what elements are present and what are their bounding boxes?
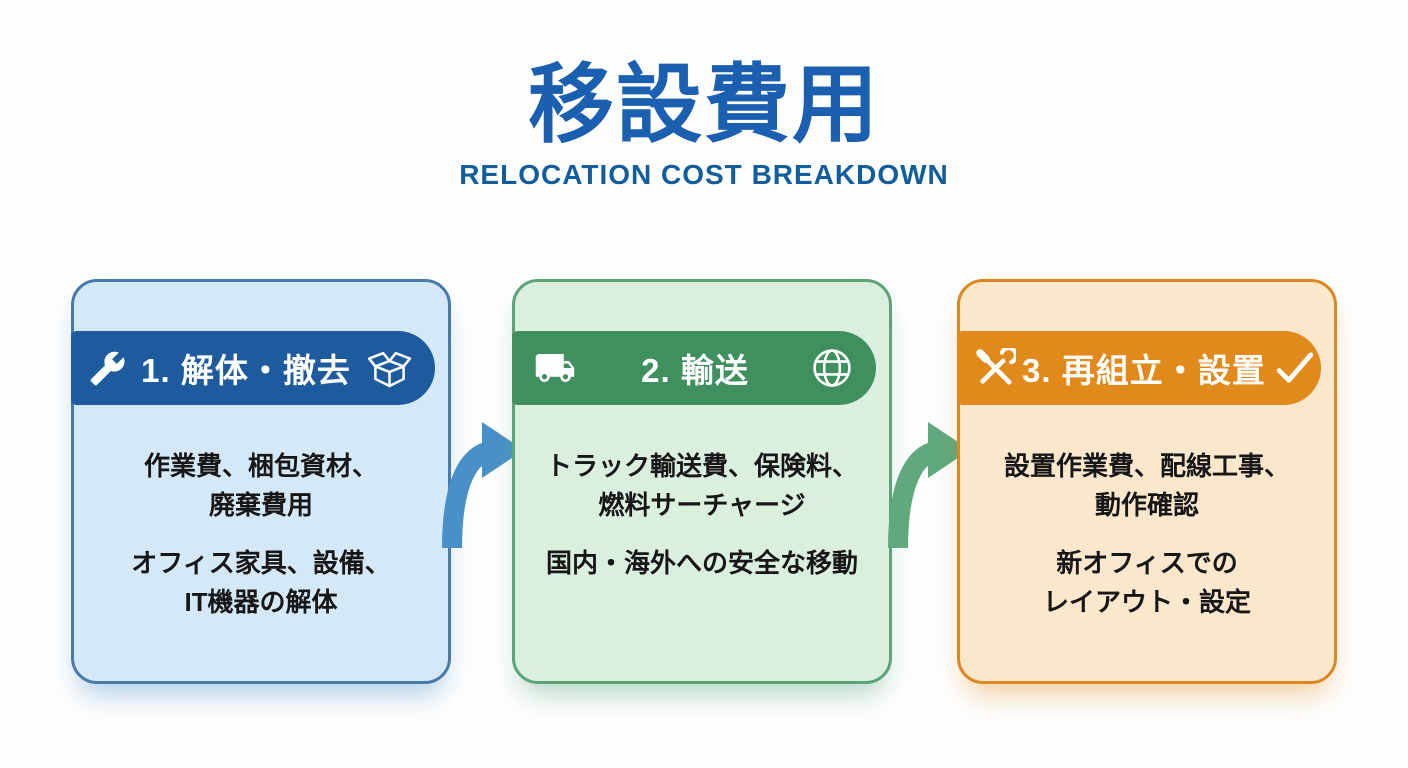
step-header: 2. 輸送 xyxy=(512,331,876,405)
globe-icon xyxy=(810,346,854,390)
step-paragraph: オフィス家具、設備、 IT機器の解体 xyxy=(131,548,391,617)
step-body: 設置作業費、配線工事、 動作確認 新オフィスでの レイアウト・設定 xyxy=(960,405,1334,622)
wrench-icon xyxy=(89,350,126,387)
step-body: トラック輸送費、保険料、 燃料サーチャージ 国内・海外への安全な移動 xyxy=(515,405,889,583)
open-box-icon xyxy=(366,346,413,390)
flow-arrow-icon xyxy=(884,418,972,555)
flow-arrow-icon xyxy=(438,418,526,555)
step-title: 1. 解体・撤去 xyxy=(141,352,351,389)
step-paragraph: 国内・海外への安全な移動 xyxy=(545,548,858,578)
step-header: 1. 解体・撤去 xyxy=(71,331,435,405)
truck-icon xyxy=(530,347,580,389)
step-body: 作業費、梱包資材、 廃棄費用 オフィス家具、設備、 IT機器の解体 xyxy=(74,405,448,622)
step-card-reassembly: 3. 再組立・設置 設置作業費、配線工事、 動作確認 新オフィスでの レイアウト… xyxy=(957,279,1337,684)
step-header: 3. 再組立・設置 xyxy=(957,331,1321,405)
step-title: 2. 輸送 xyxy=(641,352,749,389)
step-card-transport: 2. 輸送 トラック輸送費、保険料、 燃料サーチャージ 国内・海外への安全な移動 xyxy=(512,279,892,684)
page-title: 移設費用 xyxy=(528,57,880,153)
step-paragraph: 作業費、梱包資材、 廃棄費用 xyxy=(143,451,378,520)
step-paragraph: トラック輸送費、保険料、 燃料サーチャージ xyxy=(545,451,858,520)
check-icon xyxy=(1272,347,1318,389)
step-paragraph: 新オフィスでの レイアウト・設定 xyxy=(1042,548,1251,617)
crossed-tools-icon xyxy=(975,347,1016,389)
step-paragraph: 設置作業費、配線工事、 動作確認 xyxy=(1003,451,1290,520)
step-title: 3. 再組立・設置 xyxy=(1022,352,1266,389)
page-subtitle: RELOCATION COST BREAKDOWN xyxy=(459,159,949,190)
step-card-dismantle: 1. 解体・撤去 作業費、梱包資材、 廃棄費用 オフィス家具、設備、 IT機器の… xyxy=(71,279,451,684)
